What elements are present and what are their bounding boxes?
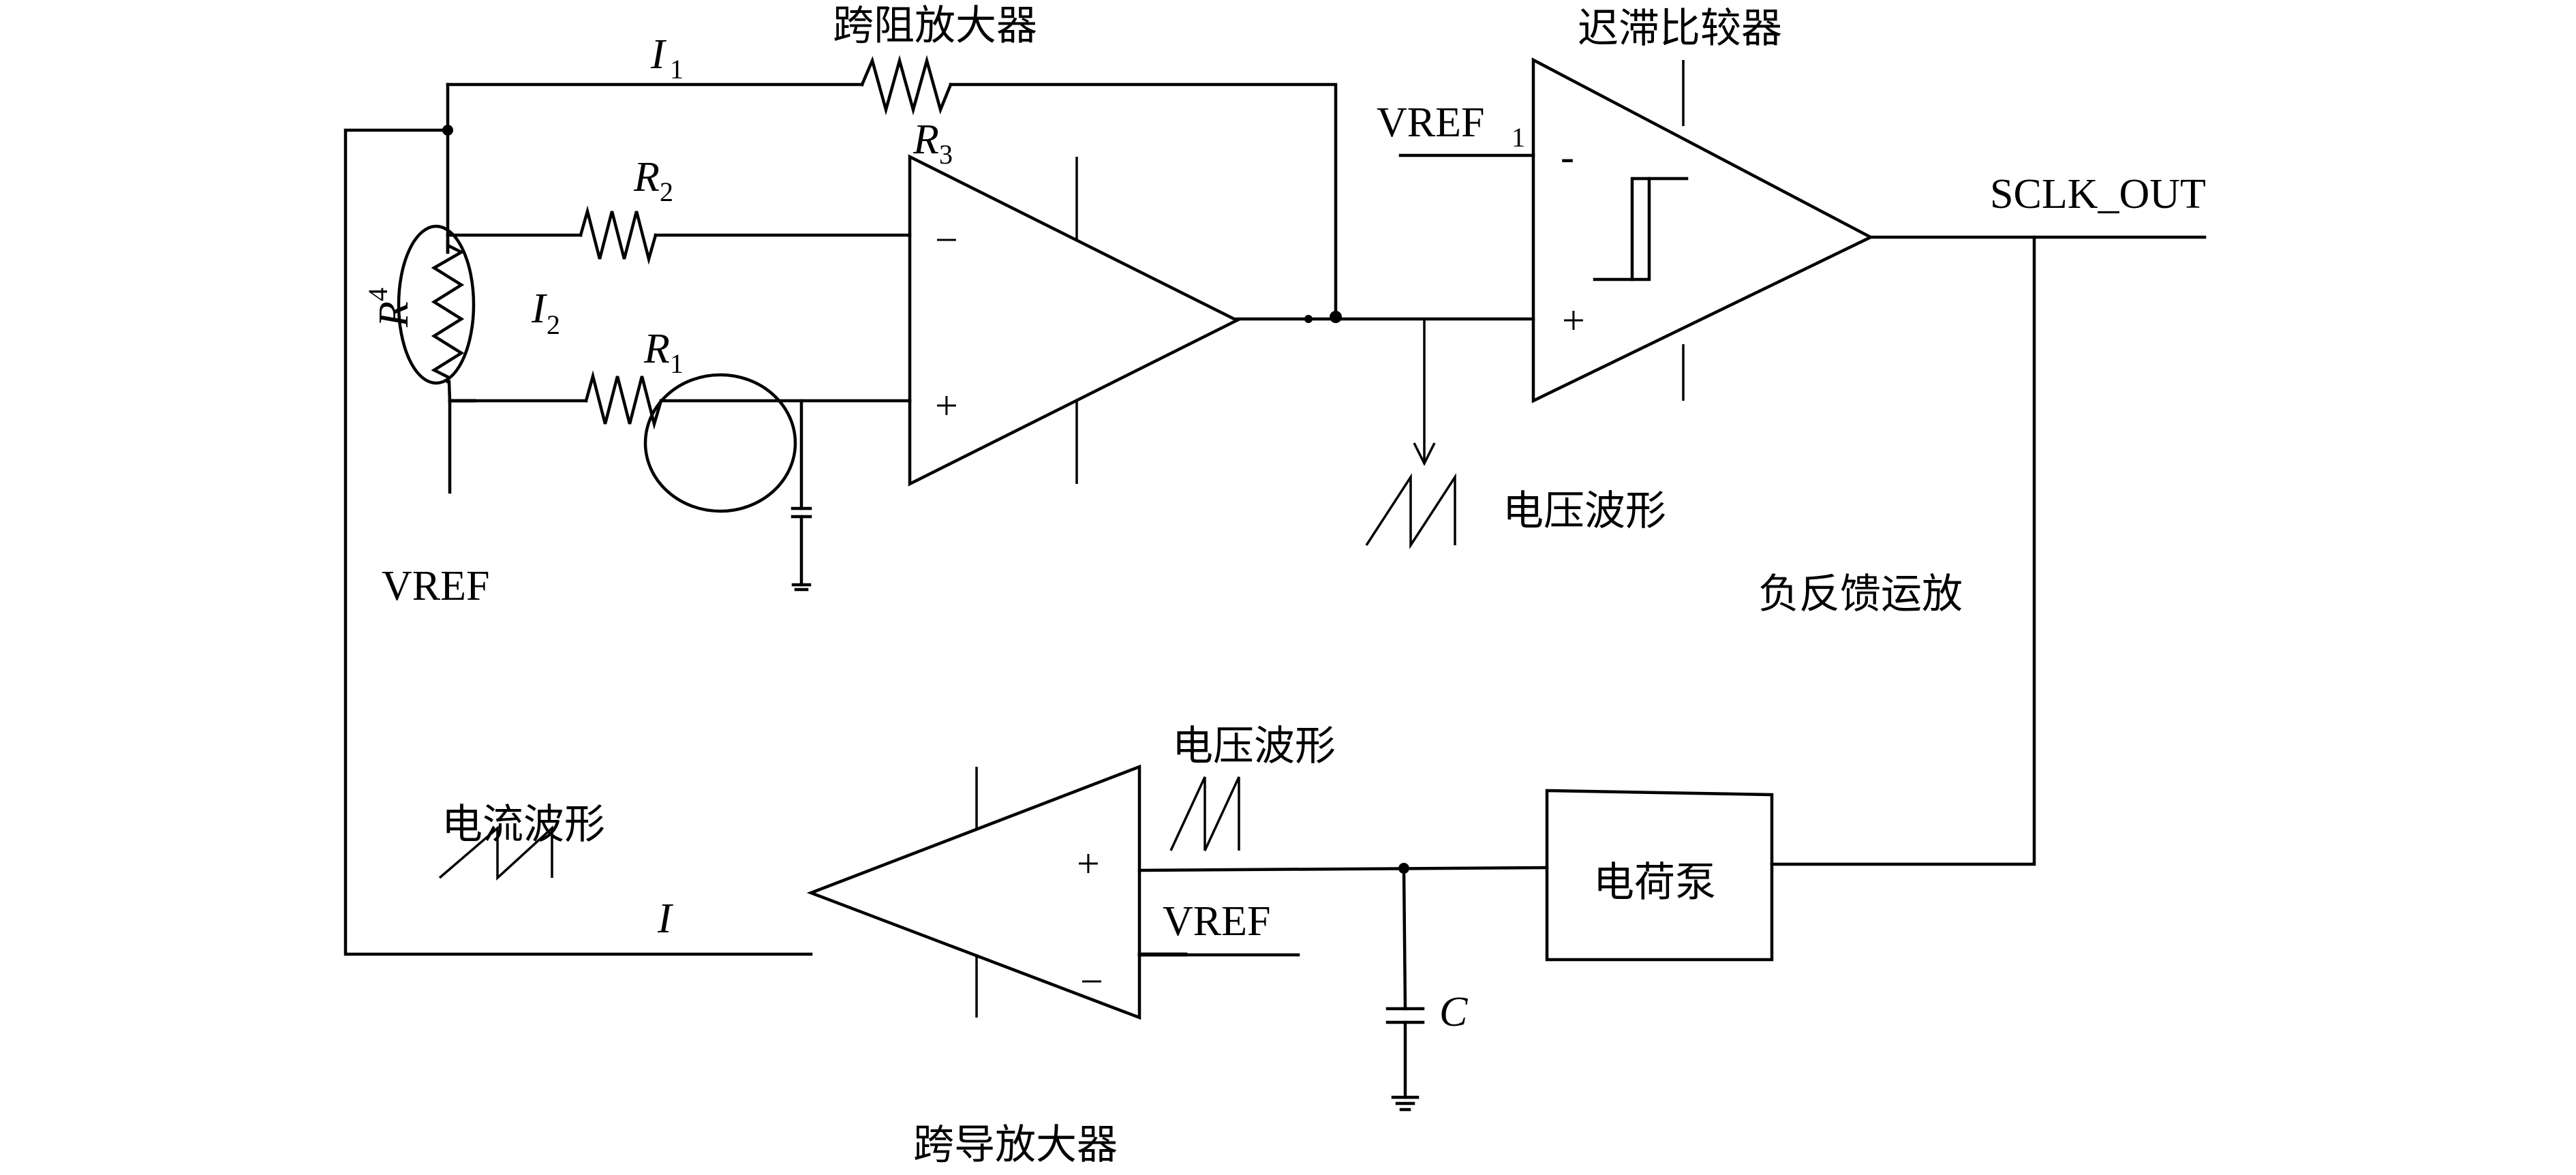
i1-label-main: I	[650, 31, 667, 78]
current-waveform-label: 电流波形	[442, 801, 605, 849]
tia-plus-pin: +	[935, 383, 958, 428]
resistor-r4-label: R 4	[363, 288, 417, 328]
hysteresis-loop-icon	[1593, 177, 1689, 281]
sclk-out-label: SCLK_OUT	[1990, 171, 2206, 217]
left-feedback-rail	[343, 128, 813, 956]
junction-dot-feedback	[1330, 311, 1342, 323]
r1-label-sub: 1	[670, 348, 684, 379]
vref-bottom-label: VREF	[1163, 898, 1270, 945]
current-i-label: I	[657, 896, 674, 942]
voltage-waveform-label-top: 电压波形	[1503, 487, 1666, 535]
junction-dot-small	[1304, 315, 1313, 323]
i1-label-sub: 1	[670, 54, 684, 85]
i2-label-main: I	[531, 286, 548, 332]
resistor-r2-label: R 2	[633, 154, 673, 207]
sawtooth-current-waveform	[438, 825, 553, 881]
current-i2-label: I 2	[531, 286, 560, 340]
integrating-capacitor-c	[1385, 866, 1425, 1112]
voltage-waveform-label-bottom: 电压波形	[1172, 722, 1336, 770]
transimpedance-amp-label: 跨阻放大器	[833, 2, 1037, 50]
hysteresis-comparator: - +	[1398, 57, 1874, 403]
resistor-r3-label: R 3	[913, 117, 953, 170]
ota-plus-wire	[1137, 866, 1549, 872]
r2-branch-wire	[446, 205, 912, 265]
r2-label-main: R	[633, 154, 660, 200]
capacitor-c-label: C	[1439, 989, 1468, 1035]
i2-label-sub: 2	[547, 309, 560, 340]
vref-left-label: VREF	[382, 563, 489, 609]
transconductance-amplifier: + −	[806, 764, 1141, 1020]
r2-label-sub: 2	[660, 177, 673, 207]
r1-zigzag	[448, 370, 912, 513]
comp-minus-pin: -	[1561, 134, 1574, 179]
sclk-output-wire	[1770, 235, 2207, 866]
charge-pump-label: 电荷泵	[1593, 859, 1716, 906]
sawtooth-voltage-waveform-bottom	[1169, 776, 1240, 851]
hysteresis-comparator-label: 迟滞比较器	[1578, 5, 1782, 52]
r4-label-sub: 4	[363, 288, 393, 301]
transconductance-amp-label: 跨导放大器	[913, 1121, 1118, 1169]
charge-pump-block	[1545, 789, 1774, 962]
vref1-label: VREF 1	[1377, 100, 1525, 153]
sawtooth-voltage-waveform-top	[1365, 473, 1456, 549]
negative-feedback-opamp-label: 负反馈运放	[1758, 570, 1963, 618]
tia-minus-pin: −	[935, 217, 958, 262]
r3-label-sub: 3	[939, 139, 953, 170]
ota-plus-pin: +	[1077, 841, 1100, 886]
r3-label-main: R	[913, 117, 939, 163]
ota-minus-pin: −	[1080, 959, 1103, 1004]
resistor-r4	[397, 224, 476, 403]
filter-capacitor-to-ground	[791, 399, 812, 592]
r3-feedback-wire	[446, 55, 1338, 316]
r1-label-main: R	[643, 326, 670, 372]
vref1-label-sub: 1	[1512, 122, 1525, 153]
comp-plus-pin: +	[1562, 298, 1585, 343]
current-i1-label: I 1	[650, 31, 684, 85]
voltage-probe-arrow	[1413, 319, 1436, 466]
transimpedance-amplifier: − +	[908, 154, 1241, 487]
vref1-label-main: VREF	[1377, 100, 1484, 146]
r1-branch-wire	[448, 399, 476, 494]
resistor-r1-label: R 1	[643, 326, 684, 379]
r4-label-main: R	[371, 301, 417, 328]
